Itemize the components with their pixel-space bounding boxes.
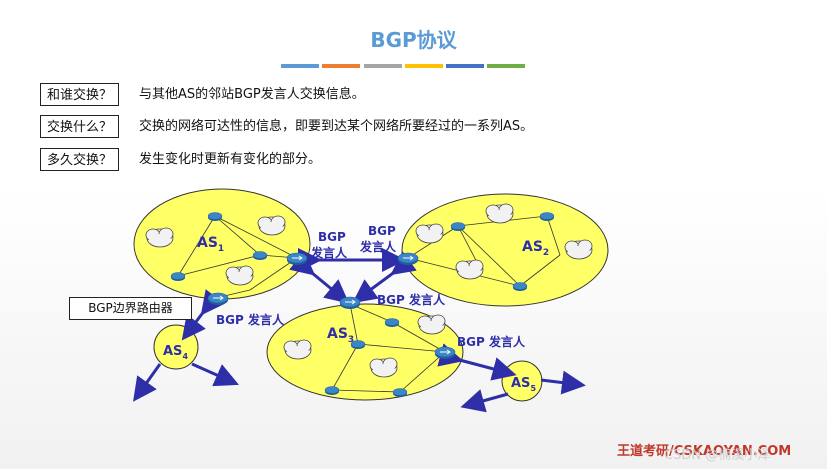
as2-label: AS <box>522 239 543 255</box>
footer-brand: 王道考研/CSKAOYAN.COM <box>617 444 792 459</box>
as3-subscript: 3 <box>348 335 354 345</box>
as1-domain <box>133 188 311 300</box>
question-box-who: 和谁交换？ <box>40 83 120 106</box>
color-bar-3 <box>364 64 402 68</box>
speaker-full-label-4: BGP 发言人 <box>216 312 285 327</box>
color-bar-6 <box>487 64 525 68</box>
answer-what: 交换的网络可达性的信息，即要到达某个网络所要经过的一系列AS。 <box>139 119 534 134</box>
as1-subscript: 1 <box>218 244 224 254</box>
border-router-callout: BGP边界路由器 <box>69 297 192 320</box>
speaker-bgp-label-1: BGP <box>318 230 346 244</box>
bgp-speaker-router-as1 <box>286 252 308 266</box>
color-bar-4 <box>405 64 443 68</box>
speaker-full-label-5: BGP 发言人 <box>457 334 526 349</box>
as3-label: AS <box>327 326 348 342</box>
svg-text:AS3: AS3 <box>327 326 354 345</box>
color-bar-1 <box>281 64 319 68</box>
svg-text:AS4: AS4 <box>163 344 188 361</box>
speaker-full-label-3: BGP 发言人 <box>377 292 446 307</box>
as2-domain <box>401 193 609 307</box>
bgp-speaker-router-as3 <box>339 296 361 310</box>
as4-subscript: 4 <box>182 352 188 361</box>
page-title: BGP协议 <box>370 28 457 52</box>
question-box-what: 交换什么？ <box>40 115 120 138</box>
as1-label: AS <box>197 235 218 251</box>
question-box-when: 多久交换？ <box>40 148 120 171</box>
svg-text:AS1: AS1 <box>197 235 224 254</box>
answer-when: 发生变化时更新有变化的部分。 <box>139 152 322 167</box>
as3-domain <box>266 303 464 401</box>
speaker-word-label-1: 发言人 <box>310 245 348 260</box>
speaker-word-label-2: 发言人 <box>359 239 397 254</box>
color-bar-5 <box>446 64 484 68</box>
svg-text:AS2: AS2 <box>522 239 549 258</box>
watermark: CSDN @楠溪小泽 <box>664 448 771 463</box>
as5-label: AS <box>511 376 530 391</box>
answer-who: 与其他AS的邻站BGP发言人交换信息。 <box>139 87 365 102</box>
bgp-border-router-as1 <box>207 292 229 306</box>
color-bar-2 <box>322 64 360 68</box>
inter-as-links <box>133 248 586 413</box>
bgp-speaker-router-as2 <box>397 252 419 266</box>
as4-label: AS <box>163 344 182 359</box>
speaker-bgp-label-2: BGP <box>368 224 396 238</box>
bgp-speaker-router-as3-east <box>434 346 456 360</box>
as5-subscript: 5 <box>530 384 536 393</box>
as2-subscript: 2 <box>543 248 549 258</box>
svg-text:AS5: AS5 <box>511 376 536 393</box>
